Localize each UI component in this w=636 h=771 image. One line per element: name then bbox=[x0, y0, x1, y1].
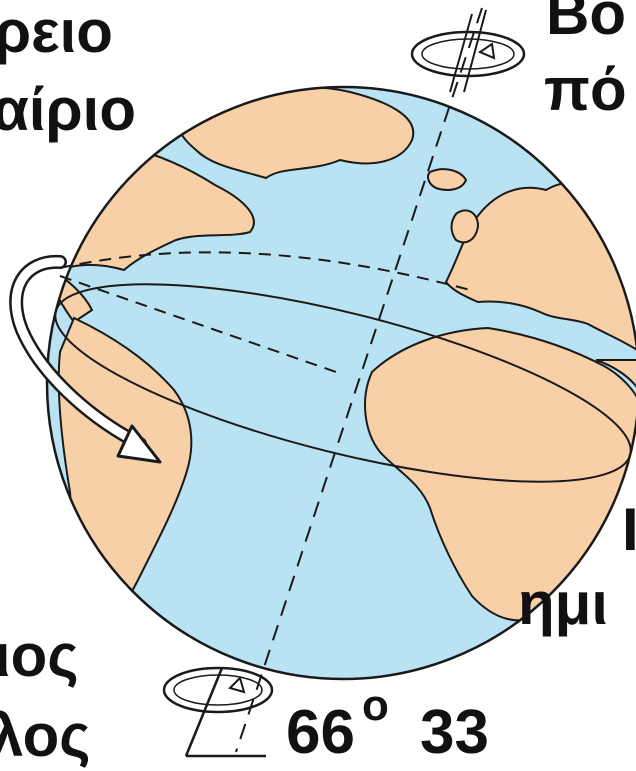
label-top-left-line1: ρειο bbox=[0, 2, 113, 62]
label-right-mid: Ι bbox=[622, 500, 636, 560]
angle-minutes-value: 33 bbox=[420, 702, 489, 764]
angle-degree-symbol: o bbox=[362, 684, 389, 728]
label-top-right-line2: πό bbox=[544, 60, 627, 120]
axis-top-segment bbox=[450, 14, 472, 92]
label-right-bottom: ημι bbox=[518, 574, 608, 634]
label-top-left-line2: αίριο bbox=[0, 80, 136, 140]
label-top-right-line1: Βό bbox=[546, 0, 626, 44]
label-bottom-left-line1: ιος bbox=[0, 626, 79, 686]
label-bottom-left-line2: λος bbox=[0, 706, 91, 766]
angle-degrees-value: 66 bbox=[286, 702, 355, 764]
land-british-isles bbox=[452, 210, 479, 242]
north-rotation-arrow bbox=[412, 32, 524, 76]
